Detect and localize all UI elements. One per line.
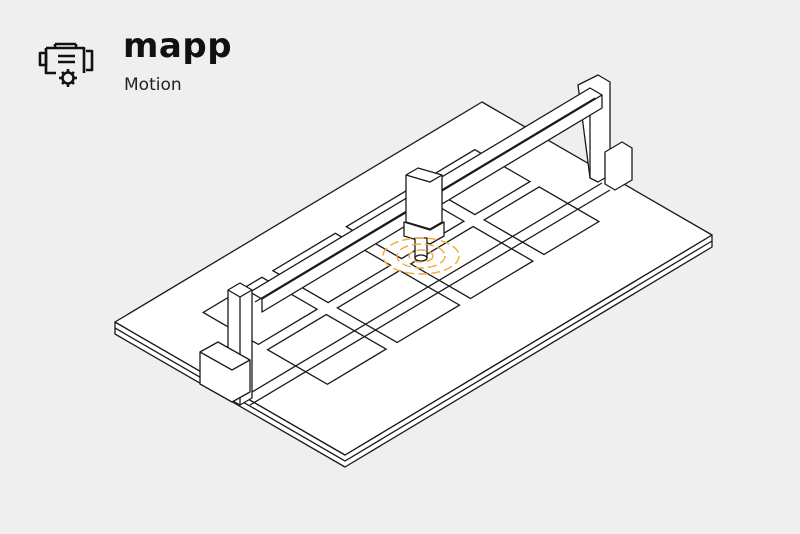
left-motor xyxy=(199,341,251,403)
motor-gear-icon xyxy=(38,42,94,87)
process-rings xyxy=(382,237,460,275)
brand-name: mapp xyxy=(123,26,233,66)
right-motor xyxy=(604,141,633,191)
product-name: Motion xyxy=(124,75,182,95)
